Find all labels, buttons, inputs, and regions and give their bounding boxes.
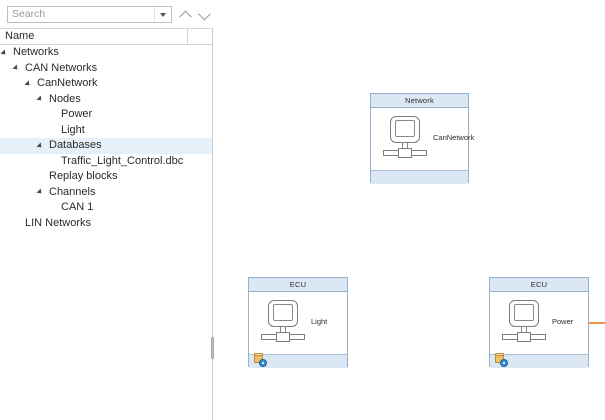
computer-icon xyxy=(500,300,552,346)
diagram-node-ecu-light[interactable]: ECU Light xyxy=(248,277,348,368)
tree-item[interactable]: Traffic_Light_Control.dbc xyxy=(0,154,212,170)
tree-item[interactable]: Networks xyxy=(0,45,212,61)
tree-item-label: Light xyxy=(61,123,85,136)
tree-item-label: Replay blocks xyxy=(49,170,118,182)
node-footer xyxy=(371,170,468,184)
node-body: CanNetwork xyxy=(371,108,474,170)
tree-item[interactable]: Power xyxy=(0,107,212,123)
tree-column-header: Name xyxy=(0,29,212,45)
node-footer xyxy=(490,352,588,368)
tree-item-label: Networks xyxy=(13,46,59,58)
tree-item-label: CanNetwork xyxy=(37,77,98,89)
node-footer xyxy=(249,352,347,368)
computer-icon xyxy=(259,300,311,346)
tree-item[interactable]: Channels xyxy=(0,185,212,201)
tree-item[interactable]: CanNetwork xyxy=(0,76,212,92)
node-body: Power xyxy=(490,292,588,354)
column-header-name[interactable]: Name xyxy=(0,29,188,44)
expander-triangle-icon[interactable] xyxy=(35,92,45,108)
tree-item[interactable]: LIN Networks xyxy=(0,216,212,232)
node-header-label: Network xyxy=(371,94,468,108)
chevron-down-icon[interactable] xyxy=(197,7,211,22)
panel-splitter-handle[interactable] xyxy=(211,337,214,359)
column-header-spare xyxy=(188,29,212,44)
tree-item-label: Nodes xyxy=(49,92,81,105)
expander-triangle-icon[interactable] xyxy=(35,185,45,201)
node-body: Light xyxy=(249,292,347,354)
expander-triangle-icon[interactable] xyxy=(0,45,9,61)
diagram-node-ecu-power[interactable]: ECU Power xyxy=(489,277,589,368)
computer-icon xyxy=(381,116,433,162)
tree-item-label: CAN 1 xyxy=(61,201,94,213)
tree-item-label: Power xyxy=(61,108,93,120)
database-settings-icon[interactable] xyxy=(253,352,268,368)
search-toolbar xyxy=(0,0,213,29)
tree-item[interactable]: Light xyxy=(0,123,212,139)
network-diagram-canvas[interactable]: Network CanNetwork ECU xyxy=(214,0,605,420)
tree-item[interactable]: Replay blocks xyxy=(0,169,212,185)
tree-item-label: CAN Networks xyxy=(25,61,98,74)
tree-item-label: Channels xyxy=(49,185,96,198)
node-caption: Light xyxy=(311,317,328,326)
search-box[interactable] xyxy=(7,6,172,23)
tree-item-label: Traffic_Light_Control.dbc xyxy=(61,154,184,167)
expander-triangle-icon[interactable] xyxy=(23,76,33,92)
node-caption: Power xyxy=(552,317,574,326)
tree-item-label: Databases xyxy=(49,139,102,151)
chevron-up-icon[interactable] xyxy=(178,8,192,23)
node-header-label: ECU xyxy=(249,278,347,292)
tree-item[interactable]: Databases xyxy=(0,138,212,154)
search-input[interactable] xyxy=(8,7,154,22)
node-caption: CanNetwork xyxy=(433,133,475,142)
tree-item[interactable]: CAN Networks xyxy=(0,61,212,77)
chevron-down-icon[interactable] xyxy=(154,7,171,22)
database-settings-icon[interactable] xyxy=(494,352,509,368)
expander-triangle-icon[interactable] xyxy=(35,138,45,154)
node-header-label: ECU xyxy=(490,278,588,292)
tree-item-label: LIN Networks xyxy=(25,216,92,229)
expander-triangle-icon[interactable] xyxy=(11,61,21,77)
tree-item[interactable]: CAN 1 xyxy=(0,200,212,216)
diagram-node-network[interactable]: Network CanNetwork xyxy=(370,93,474,184)
tree-item[interactable]: Nodes xyxy=(0,92,212,108)
